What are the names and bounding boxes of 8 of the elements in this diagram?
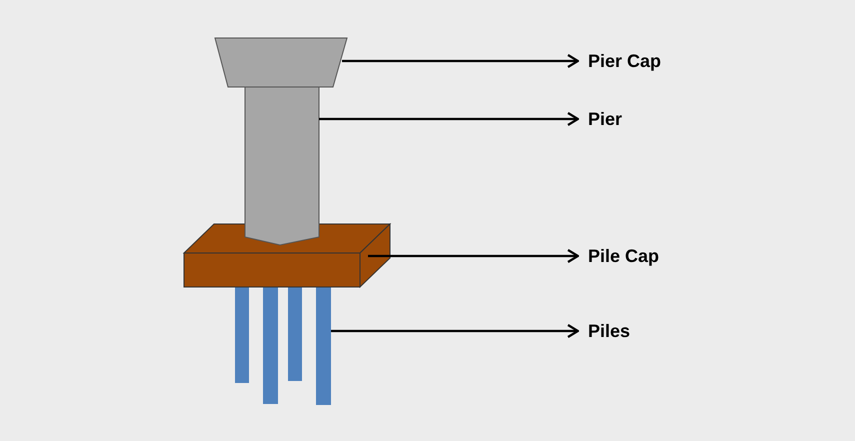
part-label: Pile Cap (588, 245, 660, 267)
leader-arrow (319, 112, 580, 126)
leader-arrow (368, 248, 580, 264)
leader-arrow (342, 54, 580, 68)
leader-arrow (331, 324, 580, 338)
part-label: Piles (588, 320, 630, 342)
part-label: Pier Cap (588, 50, 662, 72)
part-label: Pier (588, 108, 622, 130)
